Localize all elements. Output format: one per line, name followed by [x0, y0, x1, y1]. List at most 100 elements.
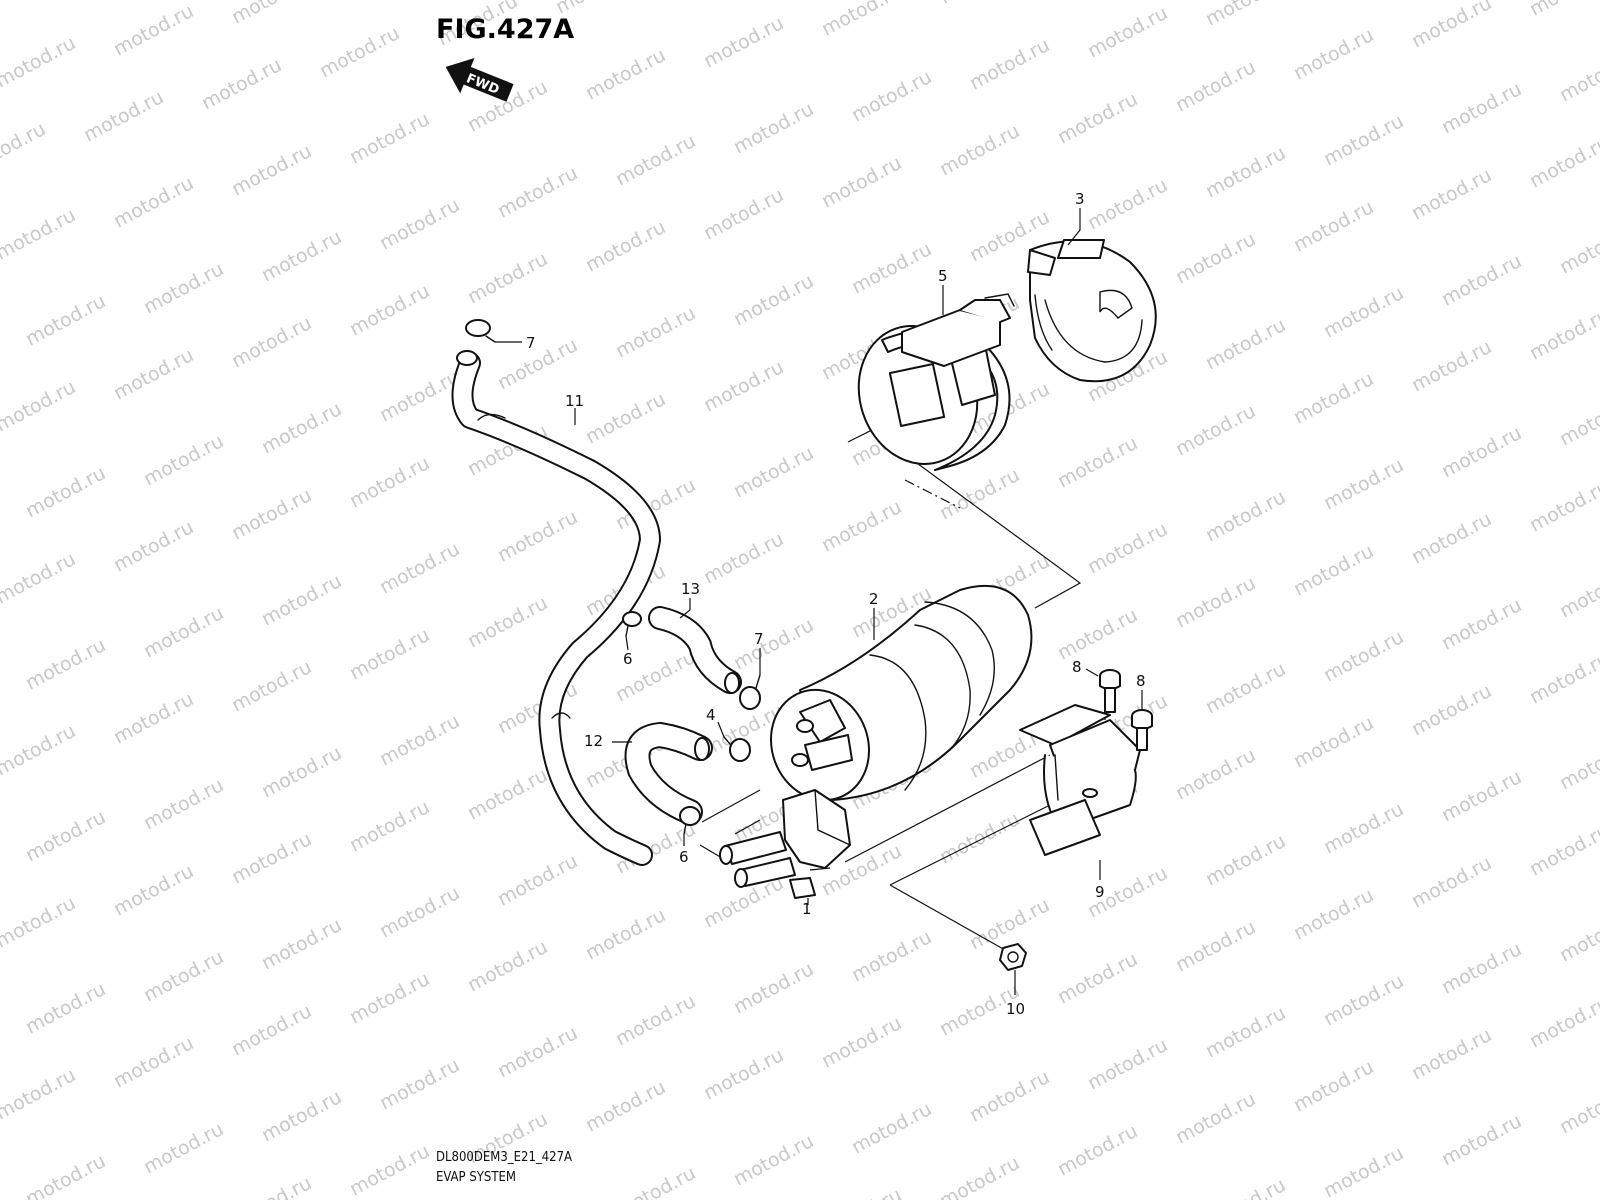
watermark-text: motod.ru: [1290, 1056, 1377, 1116]
callout-13: 13: [681, 580, 700, 598]
watermark-text: motod.ru: [1408, 164, 1495, 224]
watermark-text: motod.ru: [1408, 0, 1495, 52]
watermark-text: motod.ru: [228, 656, 315, 716]
watermark-text: motod.ru: [818, 496, 905, 556]
watermark-text: motod.ru: [1320, 282, 1407, 342]
watermark-text: motod.ru: [228, 0, 315, 28]
watermark-text: motod.ru: [376, 538, 463, 598]
watermark-text: motod.ru: [1320, 454, 1407, 514]
watermark-text: motod.ru: [1202, 486, 1289, 546]
watermark-text: motod.ru: [1556, 390, 1600, 450]
watermark-text: motod.ru: [22, 290, 109, 350]
part-9-bracket: [1019, 704, 1141, 856]
watermark-text: motod.ru: [1172, 56, 1259, 116]
watermark-text: motod.ru: [1290, 712, 1377, 772]
part-12-bent-hose: [624, 721, 713, 825]
watermark-text: motod.ru: [0, 376, 79, 436]
watermark-text: motod.ru: [1202, 142, 1289, 202]
watermark-text: motod.ru: [22, 1150, 109, 1200]
part-2-evap-canister: [769, 584, 1033, 802]
watermark-text: motod.ru: [346, 452, 433, 512]
watermark-text: motod.ru: [1320, 1142, 1407, 1200]
watermark-text: motod.ru: [1202, 830, 1289, 890]
watermark-text: motod.ru: [110, 172, 197, 232]
watermark-text: motod.ru: [346, 968, 433, 1028]
watermark-text: motod.ru: [228, 312, 315, 372]
watermark-text: motod.ru: [1172, 228, 1259, 288]
watermark-text: motod.ru: [848, 238, 935, 298]
part-8-bolt-b: [1131, 709, 1153, 751]
watermark-text: motod.ru: [0, 1064, 79, 1124]
callout-5: 5: [938, 267, 948, 285]
watermark-text: motod.ru: [1408, 336, 1495, 396]
watermark-text: motod.ru: [494, 678, 581, 738]
watermark-text: motod.ru: [494, 162, 581, 222]
callout-11: 11: [565, 392, 584, 410]
watermark-text: motod.ru: [582, 388, 669, 448]
watermark-text: motod.ru: [140, 774, 227, 834]
watermark-text: motod.ru: [612, 1162, 699, 1200]
watermark-text: motod.ru: [1290, 24, 1377, 84]
part-5-holder-band: [857, 293, 1015, 471]
watermark-text: motod.ru: [936, 464, 1023, 524]
watermark-text: motod.ru: [258, 742, 345, 802]
watermark-text: motod.ru: [1556, 218, 1600, 278]
watermark-text: motod.ru: [1556, 46, 1600, 106]
watermark-text: motod.ru: [494, 334, 581, 394]
watermark-text: motod.ru: [1290, 368, 1377, 428]
watermark-text: motod.ru: [376, 366, 463, 426]
watermark-text: motod.ru: [582, 216, 669, 276]
watermark-text: motod.ru: [0, 548, 79, 608]
watermark-text: motod.ru: [1526, 992, 1600, 1052]
watermark-text: motod.ru: [346, 1140, 433, 1200]
watermark-text: motod.ru: [228, 1000, 315, 1060]
watermark-text: motod.ru: [110, 688, 197, 748]
watermark-text: motod.ru: [730, 1130, 817, 1190]
part-1-purge-valve: [719, 789, 851, 899]
watermark-text: motod.ru: [110, 516, 197, 576]
watermark-text: motod.ru: [700, 184, 787, 244]
watermark-text: motod.ru: [1054, 948, 1141, 1008]
watermark-text: motod.ru: [22, 978, 109, 1038]
watermark-text: motod.ru: [1320, 626, 1407, 686]
watermark-text: motod.ru: [228, 140, 315, 200]
watermark-text: motod.ru: [730, 614, 817, 674]
watermark-text: motod.ru: [1054, 1120, 1141, 1180]
watermark-text: motod.ru: [1556, 562, 1600, 622]
watermark-text: motod.ru: [228, 1172, 315, 1200]
watermark-text: motod.ru: [1202, 0, 1289, 30]
watermark-text: motod.ru: [258, 914, 345, 974]
watermark-text: motod.ru: [1438, 594, 1525, 654]
watermark-text: motod.ru: [1408, 508, 1495, 568]
watermark-text: motod.ru: [464, 248, 551, 308]
watermark-text: motod.ru: [1408, 680, 1495, 740]
watermark-text: motod.ru: [1290, 884, 1377, 944]
watermark-text: motod.ru: [818, 152, 905, 212]
watermark-text: motod.ru: [1054, 432, 1141, 492]
watermark-text: motod.ru: [464, 936, 551, 996]
watermark-text: motod.ru: [376, 194, 463, 254]
watermark-text: motod.ru: [582, 1076, 669, 1136]
part-11-long-hose: [451, 350, 661, 866]
watermark-text: motod.ru: [612, 302, 699, 362]
watermark-text: motod.ru: [80, 86, 167, 146]
callout-7-top: 7: [526, 334, 536, 352]
watermark-text: motod.ru: [1438, 1110, 1525, 1170]
watermark-text: motod.ru: [582, 44, 669, 104]
watermark-text: motod.ru: [1202, 658, 1289, 718]
watermark-text: motod.ru: [936, 1152, 1023, 1200]
watermark-text: motod.ru: [1408, 852, 1495, 912]
watermark-text: motod.ru: [376, 882, 463, 942]
part-3-cap-ring: [1027, 239, 1157, 383]
watermark-text: motod.ru: [1084, 1034, 1171, 1094]
callout-9: 9: [1095, 883, 1105, 901]
assembly-guide-lines: [699, 429, 1106, 951]
watermark-text: motod.ru: [1320, 110, 1407, 170]
watermark-text: motod.ru: [376, 710, 463, 770]
watermark-text: motod.ru: [1408, 1024, 1495, 1084]
watermark-text: motod.ru: [258, 226, 345, 286]
watermark-text: motod.ru: [848, 926, 935, 986]
watermark-text: motod.ru: [1438, 250, 1525, 310]
watermark-text: motod.ru: [1526, 304, 1600, 364]
part-10-nut: [999, 943, 1027, 971]
